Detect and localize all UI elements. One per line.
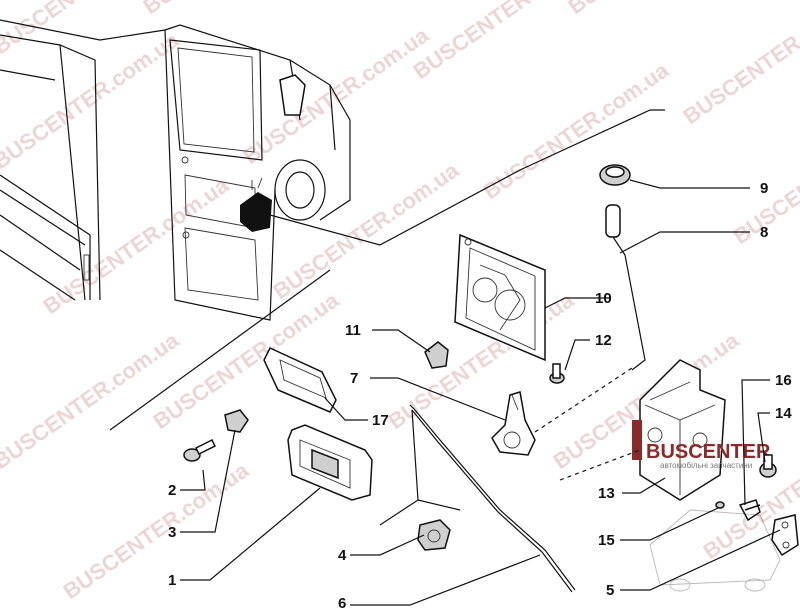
lock-highlight <box>240 192 272 232</box>
outside-handle-part <box>287 424 373 501</box>
callout-6: 6 <box>338 595 346 610</box>
callout-16: 16 <box>775 372 792 389</box>
grommet-part <box>599 164 631 186</box>
callout-numbers: 9 8 10 12 11 7 16 17 14 2 13 3 15 4 1 5 … <box>168 180 792 610</box>
callout-8: 8 <box>760 224 768 241</box>
watermark: BUSCENTER.com.ua <box>39 172 234 319</box>
striker-part <box>771 514 799 557</box>
screw-part <box>183 438 217 462</box>
watermark: BUSCENTER.com.ua <box>269 157 464 304</box>
callout-17: 17 <box>372 412 389 429</box>
watermark: BUSCENTER.com.ua <box>564 0 759 19</box>
callout-9: 9 <box>760 180 768 197</box>
callout-12: 12 <box>595 332 612 349</box>
watermark: BUSCENTER.com.ua <box>479 57 674 204</box>
callout-15: 15 <box>598 532 615 549</box>
logo-subtitle: автомобільні запчастини <box>660 461 752 470</box>
leader-lines <box>180 179 781 606</box>
watermark: BUSCENTER.com.ua <box>139 0 334 19</box>
watermark: BUSCENTER.com.ua <box>0 27 184 174</box>
lever-part <box>491 391 536 456</box>
watermark: BUSCENTER.com.ua <box>679 0 800 129</box>
rod-part <box>409 404 576 593</box>
callout-14: 14 <box>775 405 792 422</box>
inner-handle-part <box>263 347 337 413</box>
rod-clip-part <box>417 519 451 551</box>
watermark: BUSCENTER.com.ua <box>0 327 184 474</box>
callout-3: 3 <box>168 524 176 541</box>
logo-text: BUSCENTER <box>646 441 771 463</box>
callout-13: 13 <box>598 485 615 502</box>
screw-small-part <box>715 501 725 509</box>
clip-part <box>424 341 449 369</box>
callout-5: 5 <box>606 582 614 599</box>
van-illustration <box>0 19 665 431</box>
callout-11: 11 <box>345 322 361 339</box>
callout-1: 1 <box>168 572 176 589</box>
watermark: BUSCENTER.com.ua <box>59 457 254 604</box>
callout-2: 2 <box>168 482 176 499</box>
cable-part <box>605 204 646 371</box>
callout-7: 7 <box>350 370 358 387</box>
bolt-part <box>549 363 565 384</box>
cap-part <box>224 409 249 433</box>
brand-logo: BUSCENTER автомобільні запчастини <box>632 420 771 470</box>
bolt-small-part <box>759 454 777 478</box>
callout-4: 4 <box>338 547 347 564</box>
callout-10: 10 <box>595 290 612 307</box>
watermark: BUSCENTER.com.ua <box>149 287 344 434</box>
cover-plate-part <box>454 233 546 362</box>
